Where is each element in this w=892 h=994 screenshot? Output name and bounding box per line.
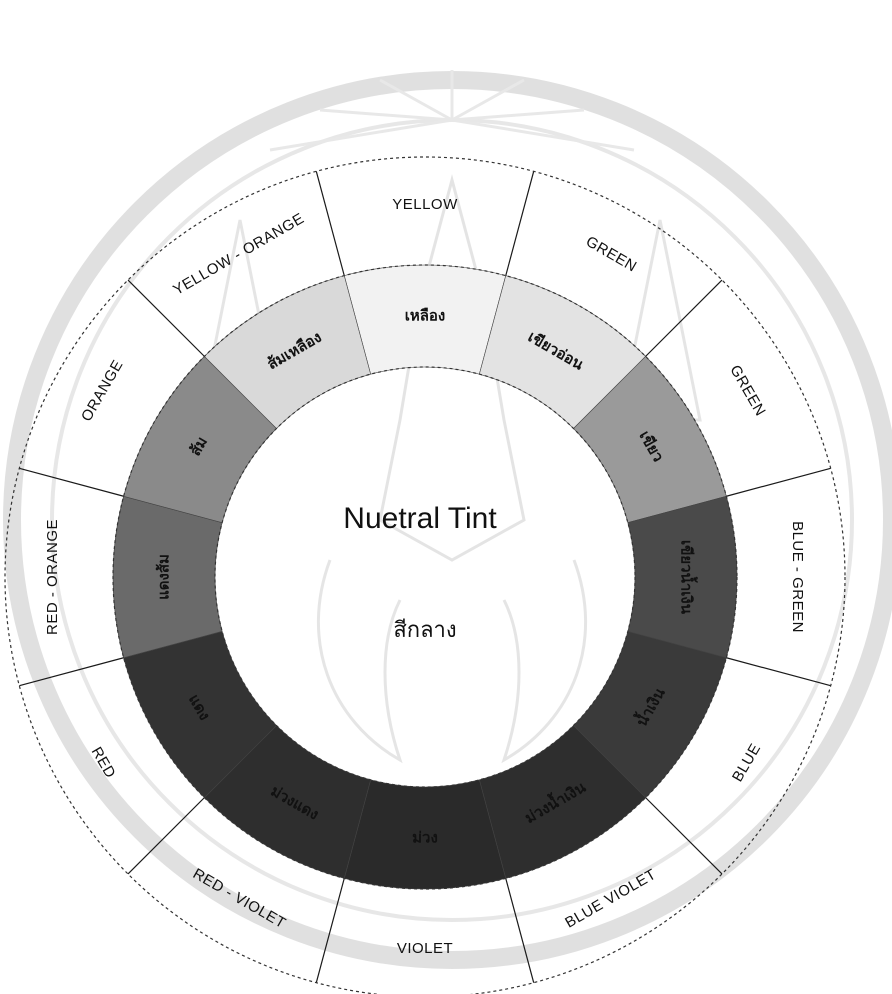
segment-divider-11	[128, 280, 204, 356]
segment-thai-label-9: แดงส้ม	[155, 554, 173, 600]
segment-divider-1	[506, 171, 534, 275]
center-title: Nuetral Tint	[343, 502, 497, 535]
segment-label-9: RED - ORANGE	[44, 519, 61, 635]
segment-thai-label-0: เหลือง	[405, 307, 446, 325]
segment-divider-4	[726, 658, 830, 686]
segment-label-6: VIOLET	[397, 940, 453, 957]
segment-label-0: YELLOW	[392, 196, 458, 213]
segment-divider-6	[506, 878, 534, 982]
segment-divider-10	[19, 468, 123, 496]
segment-thai-label-6: ม่วง	[412, 829, 438, 847]
inner-shade-ring	[113, 265, 737, 889]
segment-divider-3	[726, 468, 830, 496]
segment-label-7: RED - VIOLET	[190, 865, 289, 932]
segment-thai-label-3: เขียวน้ำเงิน	[678, 540, 699, 615]
segment-label-3: BLUE - GREEN	[789, 521, 806, 633]
ring-inner-circle	[215, 367, 635, 787]
segment-label-10: ORANGE	[78, 357, 127, 424]
center-subtitle: สีกลาง	[393, 618, 456, 643]
segment-label-2: GREEN	[726, 362, 769, 419]
segment-label-1: GREEN	[583, 233, 640, 276]
segment-divider-0	[316, 171, 344, 275]
